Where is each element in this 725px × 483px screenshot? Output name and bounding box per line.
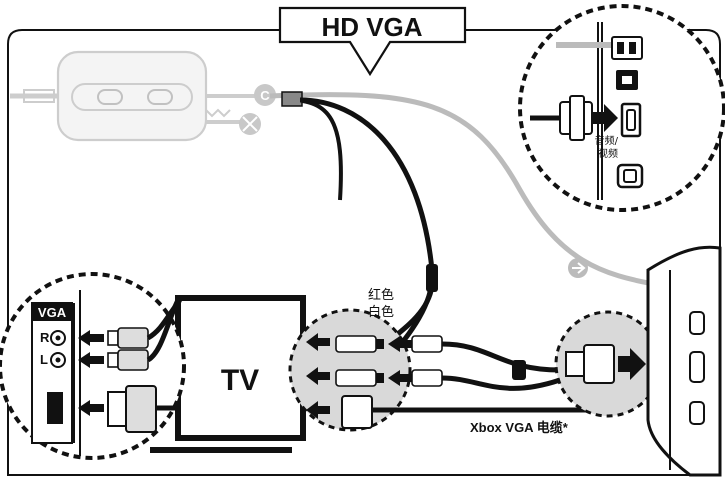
c-connector-icon: C (254, 84, 276, 106)
av-port-label-line2: 视频 (598, 147, 618, 160)
arrow-icon (306, 333, 330, 351)
arrow-icon (78, 400, 104, 416)
tv-label: TV (221, 364, 259, 397)
vga-panel-label: VGA (38, 305, 67, 320)
rca-plug-white (107, 298, 181, 371)
vga-port (47, 392, 63, 424)
console-rear-zoom: 音频/ 视频 (518, 4, 725, 212)
svg-text:C: C (260, 88, 270, 103)
arrow-icon (592, 104, 618, 132)
outer-frame (7, 29, 721, 476)
headset-controller (10, 50, 256, 142)
rca-extension-plugs (388, 335, 561, 391)
av-port (620, 102, 642, 138)
cable-label: Xbox VGA 电缆* (470, 420, 569, 435)
port-left-label: L (40, 352, 48, 367)
arrow-icon (306, 367, 330, 385)
usb-icon (568, 258, 588, 278)
arrow-icon (618, 348, 646, 380)
main-vga-cable (299, 97, 436, 347)
xbox-console (646, 245, 722, 477)
port-right-label: R (40, 330, 50, 345)
tv-port-zoom: VGA R L (0, 272, 186, 460)
title-text: HD VGA (321, 12, 422, 42)
audio-red-label: 红色 (368, 287, 394, 303)
arrow-icon (78, 352, 104, 368)
headset-audio-cable (287, 98, 343, 201)
usb-cable (269, 92, 661, 288)
arrow-icon (78, 330, 104, 346)
no-connect-icon (239, 113, 261, 135)
title-callout: HD VGA (278, 6, 467, 77)
av-port-label-line1: 音频/ (595, 134, 619, 147)
cable-hub-zoom (288, 308, 600, 432)
usb-port (611, 36, 643, 60)
console-plug-zoom (554, 310, 662, 418)
arrow-icon (306, 401, 330, 419)
audio-white-label: 白色 (368, 304, 394, 320)
vga-plug (107, 385, 178, 433)
tv: TV (150, 295, 306, 453)
power-port (616, 163, 644, 189)
